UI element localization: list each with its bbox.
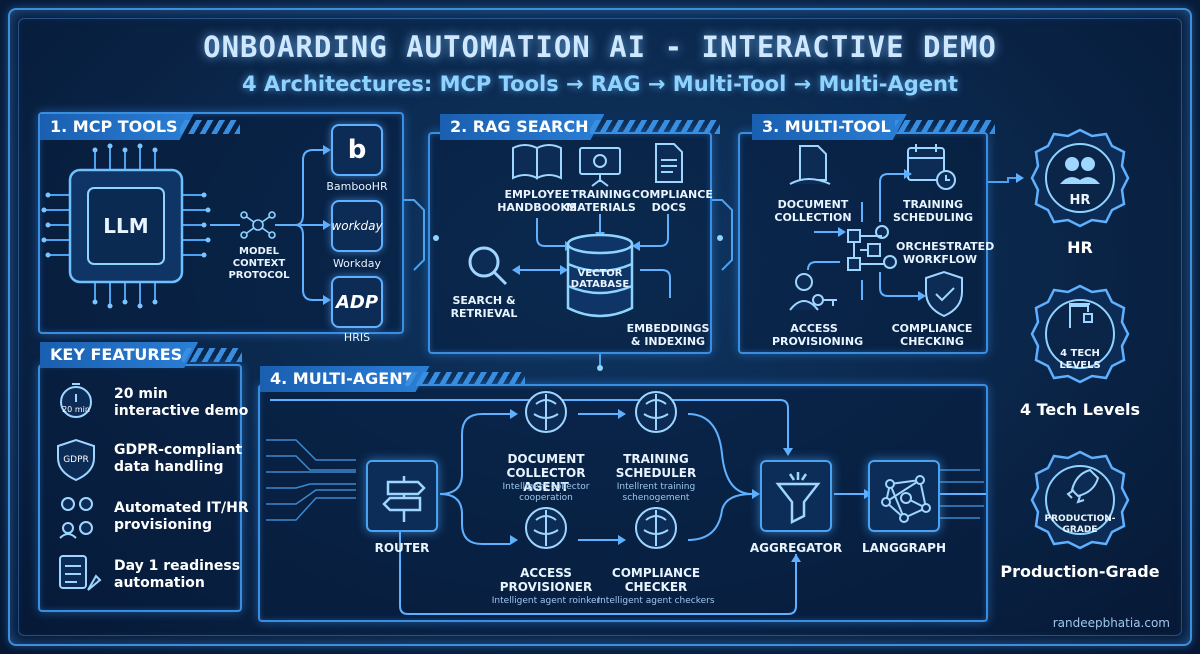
gears-users-icon bbox=[59, 497, 93, 539]
signpost-icon bbox=[382, 476, 426, 522]
document-collector-agent-desc: Intelligent collector cooperation bbox=[502, 482, 590, 503]
search-retrieval-label: SEARCH & RETRIEVAL bbox=[450, 294, 518, 320]
router-label: ROUTER bbox=[374, 541, 430, 555]
access-provisioning-label: ACCESS PROVISIONING bbox=[772, 322, 864, 348]
access-provisioner-desc: Intelligent agent roinker bbox=[491, 596, 601, 606]
search-icon bbox=[468, 246, 508, 286]
tab-stripes bbox=[180, 120, 240, 134]
training-scheduler-label: TRAINING SCHEDULER bbox=[615, 452, 697, 480]
tech-levels-badge-inner: 4 TECH LEVELS bbox=[1059, 348, 1101, 371]
tab-multi-tool: 3. MULTI-TOOL bbox=[752, 114, 907, 140]
tab-multi-agent: 4. MULTI-AGENT bbox=[260, 366, 430, 392]
tab-stripes bbox=[405, 372, 525, 386]
router-box bbox=[366, 460, 438, 532]
tab-stripes bbox=[182, 348, 242, 362]
hris-label: HRIS bbox=[343, 331, 371, 344]
gdpr-shield-icon bbox=[57, 438, 95, 482]
compliance-shield-icon bbox=[925, 270, 963, 318]
training-scheduler-desc: Intellrent training schenogement bbox=[616, 482, 696, 503]
compliance-checker-label: COMPLIANCE CHECKER bbox=[611, 566, 701, 594]
checklist-rocket-icon bbox=[59, 555, 102, 591]
aggregator-box bbox=[760, 460, 832, 532]
vector-database-icon bbox=[566, 233, 634, 318]
feature-provisioning: Automated IT/HR provisioning bbox=[114, 500, 249, 533]
bamboohr-label: BambooHR bbox=[326, 180, 388, 193]
gdpr-label: GDPR bbox=[63, 455, 89, 465]
training-materials-label: TRAINING MATERIALS bbox=[566, 188, 636, 214]
access-key-icon bbox=[789, 273, 837, 311]
document-collector-agent-label: DOCUMENT COLLECTOR AGENT bbox=[506, 452, 586, 494]
compliance-checking-label: COMPLIANCE CHECKING bbox=[891, 322, 973, 348]
access-provisioner-label: ACCESS PROVISIONER bbox=[499, 566, 593, 594]
watermark: randeepbhatia.com bbox=[1052, 616, 1170, 630]
tab-stripes bbox=[590, 120, 720, 134]
page-subtitle: 4 Architectures: MCP Tools → RAG → Multi… bbox=[241, 72, 959, 96]
hr-badge-label: HR bbox=[1067, 238, 1093, 257]
page-title: ONBOARDING AUTOMATION AI - INTERACTIVE D… bbox=[203, 30, 997, 64]
agent-brain-icon bbox=[525, 391, 677, 549]
compliance-checker-desc: Intelligent agent checkers bbox=[597, 596, 715, 606]
tab-mcp-tools: 1. MCP TOOLS bbox=[40, 114, 194, 140]
orchestrated-workflow-label: ORCHESTRATED WORKFLOW bbox=[896, 240, 995, 266]
mcp-protocol-label: MODEL CONTEXT PROTOCOL bbox=[228, 246, 290, 281]
tech-levels-badge-label: 4 Tech Levels bbox=[1019, 400, 1141, 419]
llm-label: LLM bbox=[103, 214, 149, 238]
inner-frame bbox=[18, 18, 1182, 636]
protocol-hub-icon bbox=[240, 211, 276, 239]
tab-rag-search: 2. RAG SEARCH bbox=[440, 114, 604, 140]
tab-key-features: KEY FEATURES bbox=[40, 342, 198, 368]
compliance-docs-label: COMPLIANCE DOCS bbox=[632, 188, 713, 214]
workday-label: Workday bbox=[332, 257, 382, 270]
funnel-icon bbox=[775, 472, 821, 525]
vector-database-label: VECTOR DATABASE bbox=[570, 268, 630, 290]
stopwatch-label: 20 min bbox=[62, 405, 90, 414]
compliance-docs-icon bbox=[655, 143, 683, 183]
production-grade-badge bbox=[1030, 450, 1130, 550]
adp-logo: ADP bbox=[331, 276, 383, 328]
training-materials-icon bbox=[579, 147, 621, 187]
stopwatch-icon bbox=[60, 383, 92, 418]
workday-logo: workday bbox=[331, 200, 383, 252]
embeddings-indexing-label: EMBEDDINGS & INDEXING bbox=[626, 322, 710, 348]
graph-network-icon bbox=[881, 475, 931, 523]
hr-badge bbox=[1030, 128, 1130, 228]
production-grade-badge-label: Production-Grade bbox=[1000, 562, 1160, 581]
feature-gdpr: GDPR-compliant data handling bbox=[114, 442, 243, 475]
training-scheduling-label: TRAINING SCHEDULING bbox=[892, 198, 974, 224]
chip-pins bbox=[46, 148, 206, 304]
tab-stripes bbox=[895, 120, 995, 134]
production-grade-badge-inner: PRODUCTION- GRADE bbox=[1044, 514, 1116, 535]
calendar-icon bbox=[907, 144, 956, 190]
workflow-gears-icon bbox=[847, 225, 897, 271]
document-collection-label: DOCUMENT COLLECTION bbox=[774, 198, 852, 224]
langgraph-label: LANGGRAPH bbox=[861, 541, 947, 555]
crane-icon bbox=[1069, 303, 1093, 328]
feature-demo: 20 min interactive demo bbox=[114, 386, 249, 419]
users-icon bbox=[1060, 157, 1100, 184]
rocket-icon bbox=[1066, 468, 1100, 504]
document-collection-icon bbox=[789, 145, 831, 185]
aggregator-label: AGGREGATOR bbox=[749, 541, 843, 555]
tech-levels-badge bbox=[1030, 284, 1130, 384]
feature-readiness: Day 1 readiness automation bbox=[114, 558, 241, 591]
bamboohr-logo: b bbox=[331, 124, 383, 176]
hr-badge-inner: HR bbox=[1069, 193, 1091, 208]
outer-frame bbox=[8, 8, 1192, 646]
employee-handbooks-label: EMPLOYEE HANDBOOKS bbox=[497, 188, 577, 214]
langgraph-box bbox=[868, 460, 940, 532]
handbook-icon bbox=[512, 144, 562, 180]
